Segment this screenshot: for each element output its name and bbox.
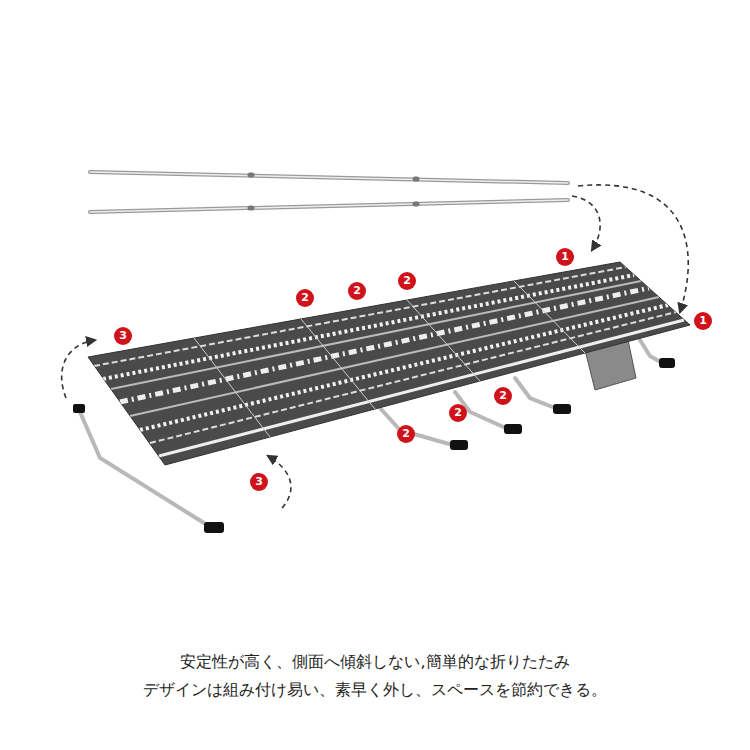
callout-number: 2 — [397, 425, 415, 443]
seam — [194, 338, 270, 437]
fabric-pattern — [94, 267, 684, 456]
callout-number: 3 — [114, 327, 132, 345]
callout-number: 2 — [296, 289, 314, 307]
foot — [659, 358, 675, 368]
stripe — [103, 275, 634, 379]
callout-number: 2 — [449, 404, 467, 422]
callout-number: 2 — [398, 272, 416, 290]
dashed-arrow — [572, 196, 600, 250]
seam — [514, 281, 585, 353]
pole — [90, 200, 568, 212]
caption: 安定性が高く、側面へ傾斜しない,簡単的な折りたたみ デザインは組み付け易い、素早… — [120, 648, 630, 704]
pole — [90, 172, 568, 183]
pole-highlight — [90, 200, 568, 212]
stripe — [150, 312, 676, 443]
dashed-arrow — [62, 340, 95, 398]
leg — [380, 408, 456, 446]
cot-fabric — [88, 262, 690, 465]
foot — [504, 424, 522, 434]
pole-highlight — [90, 172, 568, 183]
callout-number: 1 — [694, 312, 712, 330]
callout-number: 1 — [556, 248, 574, 266]
pole-joint — [250, 173, 252, 178]
callout-number: 2 — [348, 282, 366, 300]
stripe — [159, 320, 684, 456]
foot — [450, 440, 468, 450]
foot — [73, 404, 85, 413]
pole-joint — [415, 202, 417, 207]
pole-joint — [415, 177, 417, 182]
foot — [204, 522, 224, 533]
foot — [553, 404, 571, 414]
stripe — [140, 305, 668, 430]
poles — [90, 172, 568, 212]
seam — [407, 300, 480, 381]
callout-number: 2 — [494, 387, 512, 405]
dashed-arrow — [268, 456, 291, 508]
callout-number: 3 — [250, 473, 268, 491]
leg — [515, 378, 560, 410]
stripe — [130, 297, 659, 416]
pole-joint — [250, 206, 252, 211]
stripe — [94, 267, 626, 366]
seam — [301, 319, 375, 409]
